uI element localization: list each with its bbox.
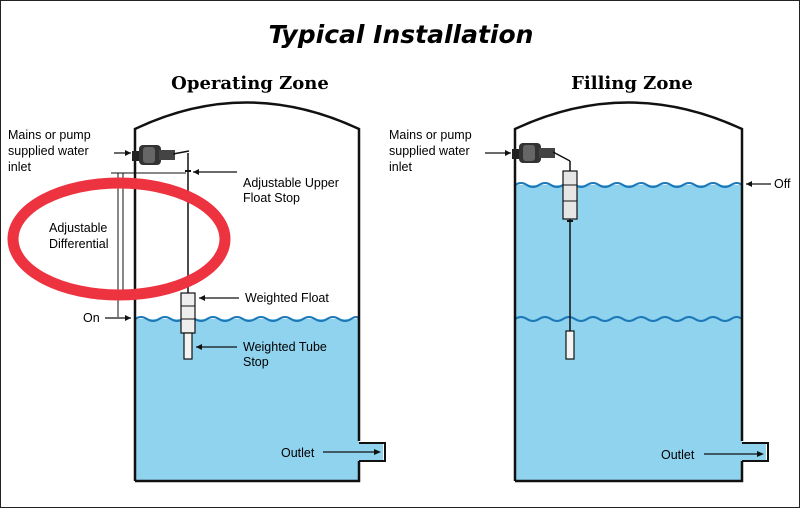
operating-zone-heading: Operating Zone bbox=[171, 73, 329, 94]
filling-outlet-pipe bbox=[742, 443, 766, 461]
on-level-label: On bbox=[83, 311, 100, 325]
filling-weighted-float bbox=[562, 170, 578, 220]
operating-water-surface bbox=[134, 316, 360, 322]
weighted-float bbox=[180, 292, 196, 334]
filling-tank-wall bbox=[513, 101, 744, 481]
operating-water bbox=[135, 319, 359, 481]
diagram-title: Typical Installation bbox=[269, 20, 534, 49]
operating-inlet-label: Mains or pump supplied water inlet bbox=[8, 128, 94, 174]
differential-label: Adjustable Differential bbox=[49, 221, 111, 251]
filling-zone-heading: Filling Zone bbox=[571, 73, 693, 94]
operating-tank-wall bbox=[133, 101, 361, 481]
filling-tube-stop bbox=[565, 330, 575, 360]
highlight-ellipse bbox=[7, 177, 231, 301]
operating-outlet-label: Outlet bbox=[281, 446, 315, 460]
weighted-tube-stop-label: Weighted Tube Stop bbox=[243, 340, 330, 369]
weighted-tube-stop bbox=[183, 332, 193, 360]
upper-float-stop-label: Adjustable Upper Float Stop bbox=[243, 176, 342, 205]
weighted-float-label: Weighted Float bbox=[245, 291, 329, 305]
filling-on-level-line bbox=[514, 316, 743, 322]
filling-outlet-label: Outlet bbox=[661, 448, 695, 462]
filling-inlet-label: Mains or pump supplied water inlet bbox=[389, 128, 475, 174]
filling-inlet-valve bbox=[512, 143, 571, 163]
operating-tank bbox=[133, 101, 386, 483]
off-level-label: Off bbox=[774, 177, 791, 191]
operating-inlet-valve bbox=[132, 145, 190, 165]
filling-water bbox=[515, 185, 742, 481]
filling-water-surface bbox=[514, 182, 743, 188]
filling-tank bbox=[513, 101, 769, 483]
